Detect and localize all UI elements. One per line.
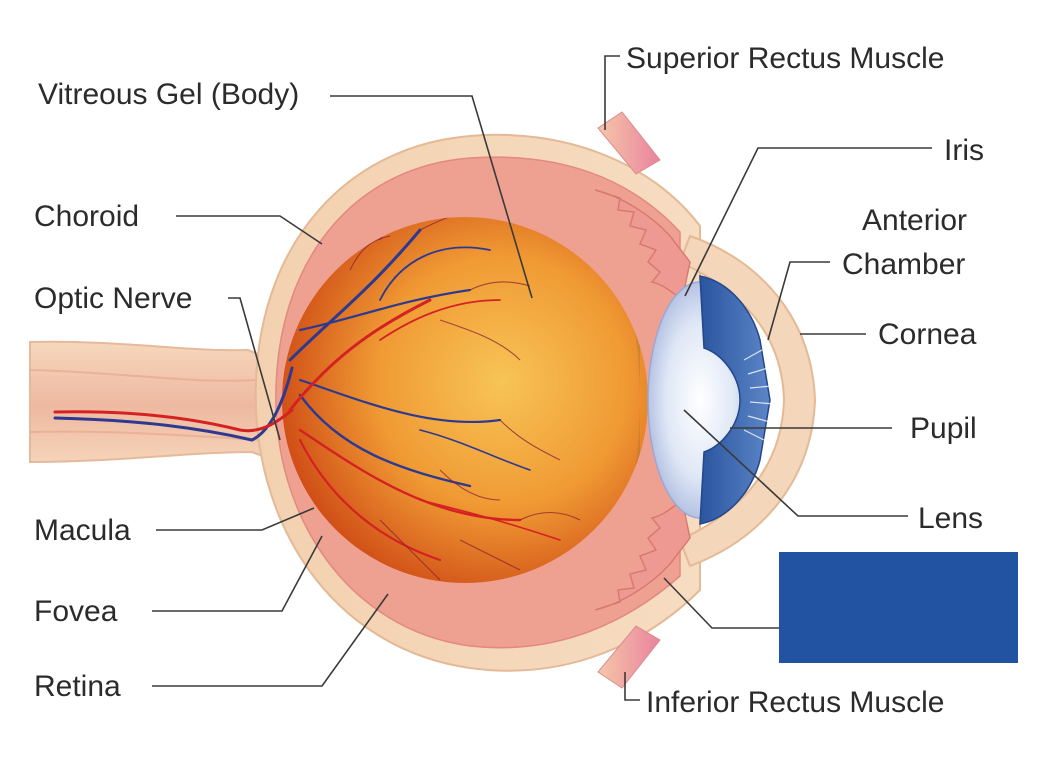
label-choroid: Choroid <box>34 200 139 233</box>
label-optic-nerve: Optic Nerve <box>34 282 192 315</box>
label-anterior-chamber-line1: Anterior <box>862 204 967 237</box>
label-retina: Retina <box>34 670 121 703</box>
label-vitreous-gel: Vitreous Gel (Body) <box>38 78 299 111</box>
cornea <box>678 234 817 568</box>
label-fovea: Fovea <box>34 595 118 628</box>
label-pupil: Pupil <box>910 412 977 445</box>
label-iris: Iris <box>944 134 984 167</box>
ciliary-body <box>594 189 691 611</box>
label-cornea: Cornea <box>878 318 977 351</box>
leader-lines <box>152 55 932 701</box>
label-inferior-rectus-muscle: Inferior Rectus Muscle <box>646 686 944 719</box>
inferior-rectus-muscle <box>597 625 661 689</box>
label-anterior-chamber-line2: Chamber <box>842 248 965 281</box>
superior-rectus-muscle <box>597 111 661 175</box>
retinal-blood-vessels <box>288 217 581 581</box>
optic-nerve-vessels <box>53 366 294 442</box>
iris <box>699 275 775 525</box>
label-lens: Lens <box>918 502 983 535</box>
label-superior-rectus-muscle: Superior Rectus Muscle <box>626 42 944 75</box>
labels: Vitreous Gel (Body) Choroid Optic Nerve … <box>34 42 984 719</box>
blue-redaction-box <box>779 552 1018 663</box>
label-macula: Macula <box>34 514 131 547</box>
vitreous-body <box>282 217 648 583</box>
